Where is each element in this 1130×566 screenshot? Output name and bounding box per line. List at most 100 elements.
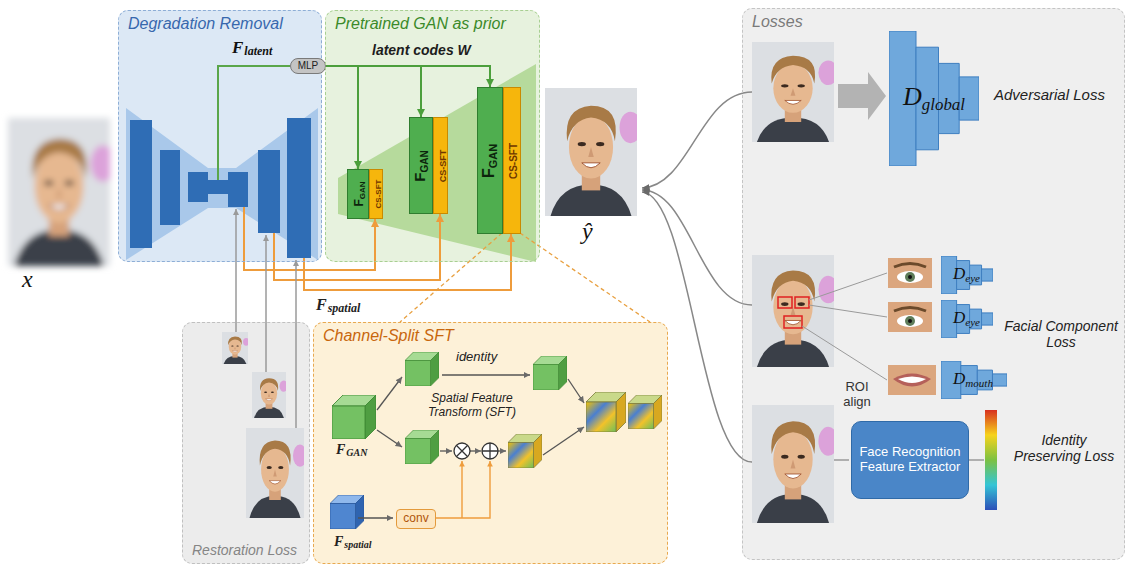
loss-wire xyxy=(265,235,267,372)
subscript: GAN xyxy=(346,447,367,459)
box-label-holder: Face Recognition Feature Extractor xyxy=(855,445,965,475)
subscript: eye xyxy=(965,317,980,329)
big-arrow xyxy=(838,72,886,120)
subscript: global xyxy=(922,95,965,114)
image-symbol: ŷ xyxy=(582,218,593,246)
panel-heading: Pretrained GAN as prior xyxy=(335,15,506,32)
discriminator: Dmouth xyxy=(941,361,1007,399)
conv-wire xyxy=(461,461,462,518)
subscript: mouth xyxy=(965,378,993,390)
rotated-label-holder: CS-SFT xyxy=(369,180,383,209)
block-label: F xyxy=(352,199,366,206)
label-holder: F xyxy=(316,296,327,314)
image-symbol: x xyxy=(22,266,33,294)
panel-heading-holder: Degradation Removal xyxy=(128,15,283,33)
gan-block: FGAN xyxy=(477,87,503,234)
label-holder: F xyxy=(336,442,345,458)
decoder-block xyxy=(287,118,311,258)
conv-wires xyxy=(435,461,490,518)
label-holder: Facial Component Loss xyxy=(1002,318,1120,350)
operation-label: Spatial Feature Transform (SFT) xyxy=(424,392,520,420)
block-label: F xyxy=(411,172,428,181)
sft-wire xyxy=(377,377,402,410)
module-panel: Degradation Removal xyxy=(118,10,322,262)
subscript: eye xyxy=(965,273,980,285)
discriminator-label-holder: Dmouth xyxy=(953,370,993,389)
feature-cube xyxy=(405,352,439,386)
roi-boxes xyxy=(778,297,809,328)
loss-link xyxy=(642,190,752,305)
sft-wire xyxy=(568,379,584,403)
sft-wire xyxy=(442,374,530,375)
rotated-label-holder: FGAN xyxy=(412,150,430,181)
sft-wires xyxy=(358,375,584,518)
path-label: identity xyxy=(456,350,497,365)
loss-link xyxy=(642,92,752,188)
loss-wire xyxy=(295,260,297,428)
latent-connector xyxy=(326,66,421,117)
sft-wire xyxy=(498,450,506,451)
panel-heading-holder: Pretrained GAN as prior xyxy=(335,15,506,33)
gan-wedge xyxy=(338,64,536,262)
panel-heading: Degradation Removal xyxy=(128,15,283,32)
rotated-label-holder: CS-SFT xyxy=(433,149,447,182)
box-label: conv xyxy=(403,511,428,525)
subscript: GAN xyxy=(419,150,430,172)
spatial-wire xyxy=(304,234,511,290)
discriminator-label-holder: Deye xyxy=(953,309,980,328)
loss-panel: Restoration Loss xyxy=(182,322,310,564)
feature-wire xyxy=(834,459,849,461)
panel-heading-holder: Channel-Split SFT xyxy=(323,327,454,345)
subscript: spatial xyxy=(344,539,371,551)
output-face xyxy=(752,42,838,142)
rotated-label-holder: CS-SFT xyxy=(504,142,520,178)
latent-connector xyxy=(326,66,358,169)
panel-heading-holder: Losses xyxy=(752,13,803,31)
target-face xyxy=(252,372,288,418)
decoder-block xyxy=(258,150,280,233)
label-holder: Spatial Feature Transform (SFT) xyxy=(424,392,520,420)
discriminator-name: D xyxy=(903,82,922,111)
label-holder: identity xyxy=(456,350,497,365)
cs-sft-block: CS-SFT xyxy=(503,87,521,234)
mouth-crop xyxy=(888,365,936,395)
output-face xyxy=(752,405,838,523)
label-holder: Identity Preserving Loss xyxy=(1008,432,1120,464)
loss-name: Facial Component Loss xyxy=(1002,318,1120,350)
subscript: GAN xyxy=(358,181,367,199)
sft-wire xyxy=(377,430,402,447)
mixed-cube xyxy=(586,392,626,432)
spatial-wire xyxy=(274,214,440,280)
loss-link xyxy=(642,192,752,462)
feature-symbol: F xyxy=(232,38,243,58)
feature-extractor-box: Face Recognition Feature Extractor xyxy=(851,421,969,499)
panel-ground xyxy=(182,322,310,564)
rotated-label-holder: FGAN xyxy=(350,181,367,206)
panel-heading: Losses xyxy=(752,13,803,30)
bottleneck xyxy=(206,180,230,194)
zoom-line xyxy=(400,233,502,322)
label-holder: spatial xyxy=(344,539,371,551)
restored-face xyxy=(545,88,642,216)
roi-box xyxy=(778,297,792,308)
roi-box xyxy=(784,316,802,328)
discriminator-name: D xyxy=(953,264,965,283)
roi-label: ROI align xyxy=(836,380,878,410)
target-face xyxy=(246,428,307,518)
encoder-block xyxy=(188,172,208,202)
output-face xyxy=(752,255,838,367)
label-holder: x xyxy=(22,266,33,294)
panel-ground xyxy=(313,322,668,564)
label-holder: latent xyxy=(244,45,272,59)
panel-heading-holder: Restoration Loss xyxy=(192,542,297,558)
panel-heading: Channel-Split SFT xyxy=(323,327,454,344)
label-holder: Adversarial Loss xyxy=(994,86,1105,103)
feature-wire xyxy=(968,459,984,461)
discriminator-name: D xyxy=(953,308,965,327)
feature-symbol: F xyxy=(316,296,327,314)
roi-lines xyxy=(802,273,887,380)
encoder-block xyxy=(130,120,152,248)
conv-box: conv xyxy=(396,509,436,529)
spatial-cube xyxy=(330,495,364,529)
